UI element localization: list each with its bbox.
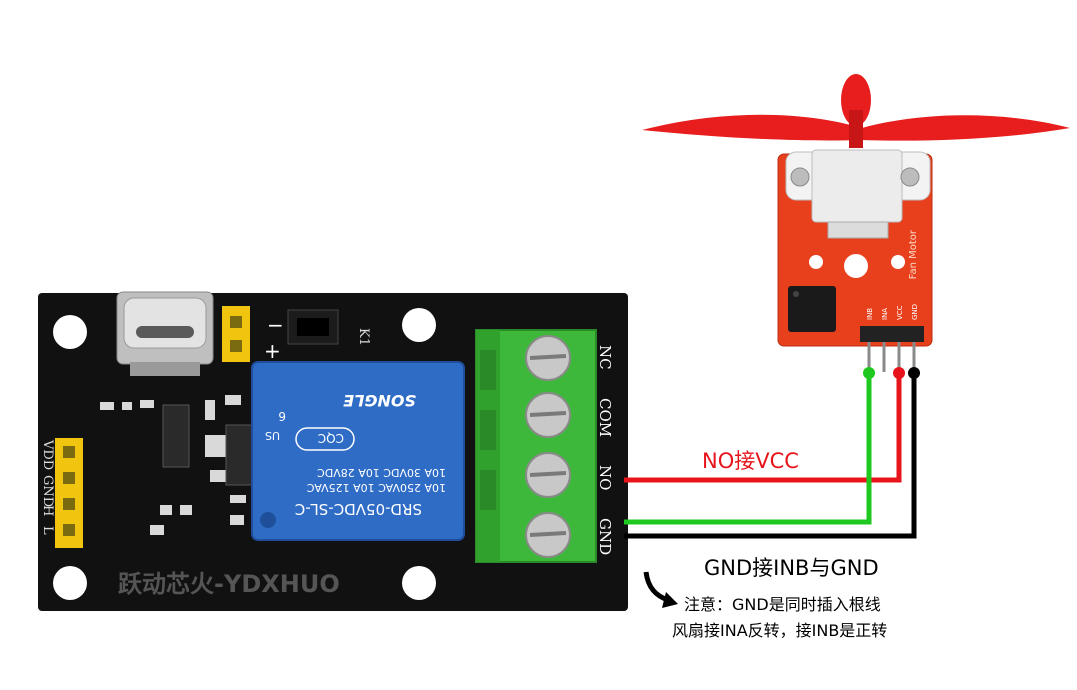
note-arrow-icon bbox=[643, 571, 669, 603]
mount-hole-bl bbox=[53, 566, 87, 600]
signal-header-4pin bbox=[55, 438, 83, 548]
bracket-screw-left bbox=[790, 167, 810, 187]
k1-label: K1 bbox=[356, 328, 371, 346]
regulator-chip bbox=[162, 404, 190, 468]
terminal-label-gnd: GND bbox=[596, 518, 614, 555]
terminal-label-nc: NC bbox=[596, 345, 614, 370]
wire-end-black bbox=[908, 367, 920, 379]
fan-hole-center bbox=[844, 254, 868, 278]
fan-pin-header bbox=[860, 326, 924, 342]
fan-hole-left bbox=[809, 255, 823, 269]
screw-terminal bbox=[475, 329, 597, 563]
wire-red-no-vcc bbox=[624, 373, 902, 483]
bracket-screw-right bbox=[900, 167, 920, 187]
relay: SRD-05VDC-SL-C 10A 250VAC 10A 125VAC 10A… bbox=[251, 361, 465, 541]
polarity-plus: + bbox=[264, 339, 281, 363]
header-label-h: H bbox=[40, 505, 55, 516]
relay-pin: 6 bbox=[278, 409, 286, 423]
relay-cqc: CQC bbox=[318, 431, 344, 445]
relay-brand: SONGLE bbox=[343, 391, 416, 410]
note-line-1: 注意：GND是同时插入根线 bbox=[684, 595, 881, 614]
fan-board-title: Fan Motor bbox=[908, 229, 919, 279]
wire-black-gnd-gnd bbox=[624, 373, 917, 539]
mount-hole-tl bbox=[53, 315, 87, 349]
note-line-2: 风扇接INA反转，接INB是正转 bbox=[672, 621, 887, 640]
polarity-minus: − bbox=[267, 313, 284, 337]
fan-pin-label-ina: INA bbox=[881, 308, 889, 320]
driver-ic bbox=[788, 286, 836, 332]
relay-print: SRD-05VDC-SL-C 10A 250VAC 10A 125VAC 10A… bbox=[265, 391, 446, 518]
terminal-labels: NC COM NO GND bbox=[596, 345, 614, 555]
relay-model: SRD-05VDC-SL-C bbox=[295, 500, 422, 518]
header-label-gnd: GND bbox=[40, 475, 55, 507]
label-no-vcc: NO接VCC bbox=[702, 449, 799, 473]
wire-end-green bbox=[863, 367, 875, 379]
propeller-shaft bbox=[849, 110, 863, 148]
wire-green-gnd-inb bbox=[624, 373, 872, 525]
header-label-l: L bbox=[40, 526, 55, 535]
relay-rating-dc: 10A 30VDC 10A 28VDC bbox=[317, 466, 446, 479]
fan-pin-label-gnd: GND bbox=[911, 304, 919, 320]
fan-module: Fan Motor INB INA VCC GND bbox=[642, 74, 1070, 372]
smd-components bbox=[100, 395, 246, 535]
header-label-vdd: VDD bbox=[40, 439, 55, 470]
propeller-hub bbox=[841, 74, 871, 126]
power-header-2pin bbox=[222, 306, 250, 362]
fan-pin-labels: INB INA VCC GND bbox=[866, 304, 919, 320]
fan-pin-label-inb: INB bbox=[866, 308, 874, 320]
mount-hole-tm bbox=[402, 308, 436, 342]
motor-body bbox=[811, 149, 903, 223]
terminal-label-com: COM bbox=[596, 398, 614, 437]
relay-rating-ac: 10A 250VAC 10A 125VAC bbox=[306, 481, 446, 494]
fan-pin-label-vcc: VCC bbox=[896, 305, 904, 320]
motor-base bbox=[827, 221, 889, 239]
jumper-cap bbox=[297, 318, 329, 336]
terminal-label-no: NO bbox=[596, 465, 614, 490]
relay-board: − + K1 bbox=[38, 291, 628, 611]
wire-end-red bbox=[893, 367, 905, 379]
transistor-chip bbox=[225, 424, 253, 486]
label-gnd-inb: GND接INB与GND bbox=[704, 556, 879, 580]
header-labels: VDD GND H L bbox=[40, 439, 55, 535]
wires bbox=[624, 373, 917, 539]
watermark: 跃动芯火-YDXHUO bbox=[118, 570, 340, 598]
mount-hole-bm bbox=[402, 566, 436, 600]
usb-c-connector bbox=[116, 291, 214, 376]
fan-hole-right bbox=[891, 255, 905, 269]
relay-ul: US bbox=[265, 429, 280, 442]
